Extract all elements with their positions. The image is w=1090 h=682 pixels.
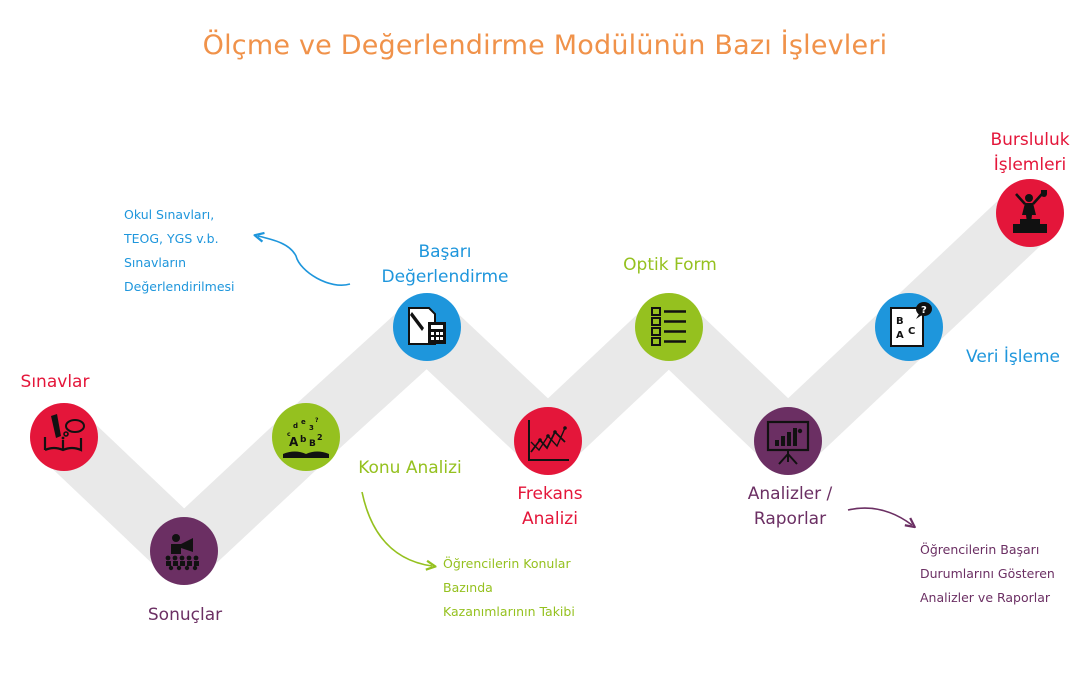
svg-text:B: B	[309, 439, 316, 449]
label-line: İşlemleri	[993, 155, 1067, 175]
note-line: Durumlarını Gösteren	[920, 566, 1055, 581]
label-veri-isleme: Veri İşleme	[948, 345, 1078, 370]
announcement-audience-icon[interactable]	[149, 516, 219, 586]
svg-text:e: e	[301, 418, 306, 426]
note-line: Kazanımlarının Takibi	[443, 604, 575, 619]
label-line: Sınavlar	[20, 372, 90, 392]
label-sinavlar: Sınavlar	[20, 370, 90, 395]
label-line: Optik Form	[623, 255, 717, 275]
svg-text:?: ?	[315, 417, 319, 424]
arrow-basari-note	[258, 236, 351, 286]
label-konu-analizi: Konu Analizi	[345, 456, 475, 481]
note-line: Sınavların	[124, 255, 187, 270]
svg-text:A: A	[896, 330, 904, 341]
label-optik-form: Optik Form	[605, 253, 735, 278]
label-sonuclar: Sonuçlar	[135, 603, 235, 628]
page-title: Ölçme ve Değerlendirme Modülünün Bazı İş…	[202, 30, 888, 61]
label-line: Frekans	[517, 484, 583, 504]
note-line: Analizler ve Raporlar	[920, 590, 1051, 605]
svg-text:3: 3	[309, 424, 314, 432]
exam-book-icon[interactable]	[29, 402, 99, 472]
calculator-document-icon[interactable]	[392, 292, 462, 362]
label-line: Değerlendirme	[381, 267, 509, 287]
arrow-analiz-note	[847, 507, 912, 525]
label-line: Veri İşleme	[966, 347, 1060, 367]
note-line: Öğrencilerin Konular	[443, 556, 571, 571]
label-line: Konu Analizi	[358, 458, 462, 478]
arrow-konu-note	[361, 491, 432, 566]
svg-text:C: C	[908, 326, 915, 337]
label-line: Başarı	[418, 242, 472, 262]
svg-text:A: A	[289, 435, 299, 449]
note-line: Okul Sınavları,	[124, 207, 215, 222]
label-line: Sonuçlar	[147, 605, 223, 625]
note-line: Bazında	[443, 580, 493, 595]
label-line: Analizi	[522, 509, 578, 529]
label-analizler: Analizler / Raporlar	[735, 482, 845, 532]
label-line: Bursluluk	[990, 130, 1070, 150]
svg-text:d: d	[293, 422, 298, 430]
winner-podium-icon[interactable]	[995, 178, 1065, 248]
svg-text:b: b	[300, 435, 307, 445]
open-book-letters-icon[interactable]: A b B 2 d e 3 ? c	[271, 402, 341, 472]
note-line: Değerlendirilmesi	[124, 279, 235, 294]
svg-text:B: B	[896, 316, 904, 327]
note-line: Öğrencilerin Başarı	[920, 542, 1040, 557]
svg-text:?: ?	[921, 305, 927, 316]
checklist-form-icon[interactable]	[634, 292, 704, 362]
label-line: Raporlar	[753, 509, 827, 529]
note-line: TEOG, YGS v.b.	[124, 231, 219, 246]
svg-text:c: c	[287, 431, 291, 438]
label-line: Analizler /	[747, 484, 833, 504]
presentation-board-icon[interactable]	[753, 406, 823, 476]
svg-text:2: 2	[317, 433, 323, 442]
line-chart-icon[interactable]	[513, 406, 583, 476]
